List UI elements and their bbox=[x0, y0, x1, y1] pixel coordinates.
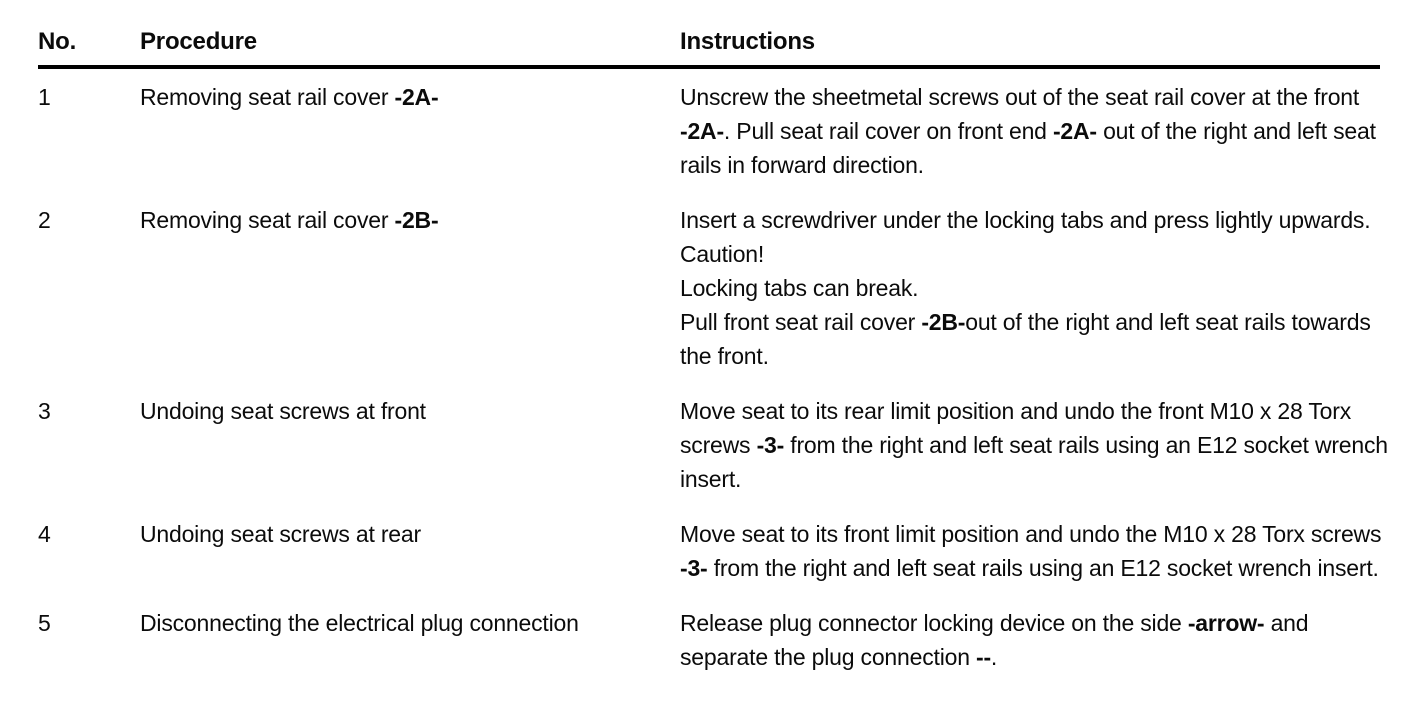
instruction-paragraph: Unscrew the sheetmetal screws out of the… bbox=[680, 84, 1376, 178]
row-number: 3 bbox=[38, 398, 51, 424]
instruction-paragraph: Move seat to its rear limit position and… bbox=[680, 398, 1388, 492]
instructions-cell: Insert a screwdriver under the locking t… bbox=[680, 203, 1390, 373]
table-body: 1 Removing seat rail cover -2A- Unscrew … bbox=[38, 80, 1390, 674]
procedure-cell: Removing seat rail cover -2A- bbox=[140, 84, 439, 110]
col-header-instructions: Instructions bbox=[680, 28, 815, 55]
row-number: 2 bbox=[38, 207, 51, 233]
col-header-procedure: Procedure bbox=[140, 28, 257, 55]
procedure-document: No. Procedure Instructions 1 Removing se… bbox=[38, 28, 1390, 674]
procedure-cell: Disconnecting the electrical plug connec… bbox=[140, 610, 579, 636]
instructions-cell: Unscrew the sheetmetal screws out of the… bbox=[680, 80, 1390, 182]
instruction-paragraph: Locking tabs can break. bbox=[680, 275, 919, 301]
table-row: 2 Removing seat rail cover -2B- Insert a… bbox=[38, 203, 1390, 373]
procedure-cell: Removing seat rail cover -2B- bbox=[140, 207, 439, 233]
table-header-row: No. Procedure Instructions bbox=[38, 28, 1390, 56]
procedure-cell: Undoing seat screws at rear bbox=[140, 521, 421, 547]
table-row: 1 Removing seat rail cover -2A- Unscrew … bbox=[38, 80, 1390, 182]
row-number: 1 bbox=[38, 84, 51, 110]
instruction-paragraph: Move seat to its front limit position an… bbox=[680, 521, 1382, 581]
col-header-no: No. bbox=[38, 28, 77, 55]
row-number: 5 bbox=[38, 610, 51, 636]
table-row: 3 Undoing seat screws at front Move seat… bbox=[38, 394, 1390, 496]
instruction-paragraph: Release plug connector locking device on… bbox=[680, 610, 1309, 670]
instruction-paragraph: Insert a screwdriver under the locking t… bbox=[680, 207, 1371, 233]
instructions-cell: Move seat to its front limit position an… bbox=[680, 517, 1390, 585]
instructions-cell: Release plug connector locking device on… bbox=[680, 606, 1390, 674]
row-number: 4 bbox=[38, 521, 51, 547]
header-rule bbox=[38, 65, 1380, 69]
procedure-cell: Undoing seat screws at front bbox=[140, 398, 426, 424]
table-row: 5 Disconnecting the electrical plug conn… bbox=[38, 606, 1390, 674]
instruction-paragraph: Pull front seat rail cover -2B-out of th… bbox=[680, 309, 1371, 369]
instruction-paragraph: Caution! bbox=[680, 241, 765, 267]
instructions-cell: Move seat to its rear limit position and… bbox=[680, 394, 1390, 496]
table-row: 4 Undoing seat screws at rear Move seat … bbox=[38, 517, 1390, 585]
